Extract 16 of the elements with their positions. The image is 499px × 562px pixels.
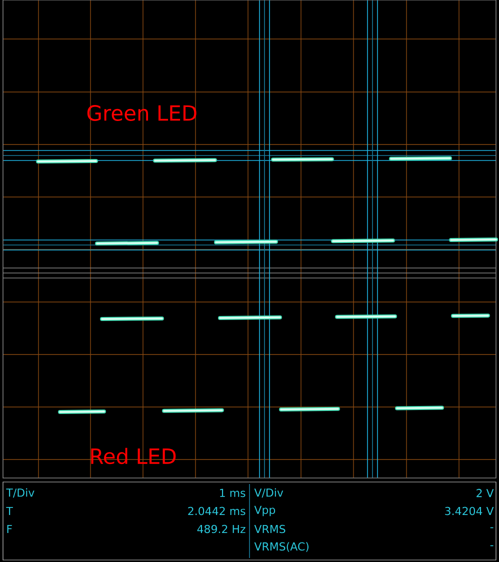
readout-label: T/Div	[6, 488, 34, 498]
readout-label: VRMS	[254, 524, 286, 534]
readout-label: VRMS(AC)	[254, 542, 308, 552]
readout-label: F	[7, 525, 12, 533]
readout-value: 2 V	[476, 488, 494, 498]
trace-label: Green LED	[87, 105, 196, 121]
readout-label: V/Div	[254, 488, 284, 498]
readout-value: 2.0442 ms	[188, 506, 246, 516]
readout-value: -	[490, 527, 494, 528]
trace-label: Red LED	[91, 448, 176, 464]
readout-value: 1 ms	[220, 488, 246, 498]
readout-value: -	[490, 545, 494, 546]
readout-value: 3.4204 V	[445, 506, 494, 516]
readout-value: 489.2 Hz	[197, 524, 246, 534]
readout-label: Vpp	[254, 506, 276, 516]
readout-label: T	[6, 507, 13, 515]
